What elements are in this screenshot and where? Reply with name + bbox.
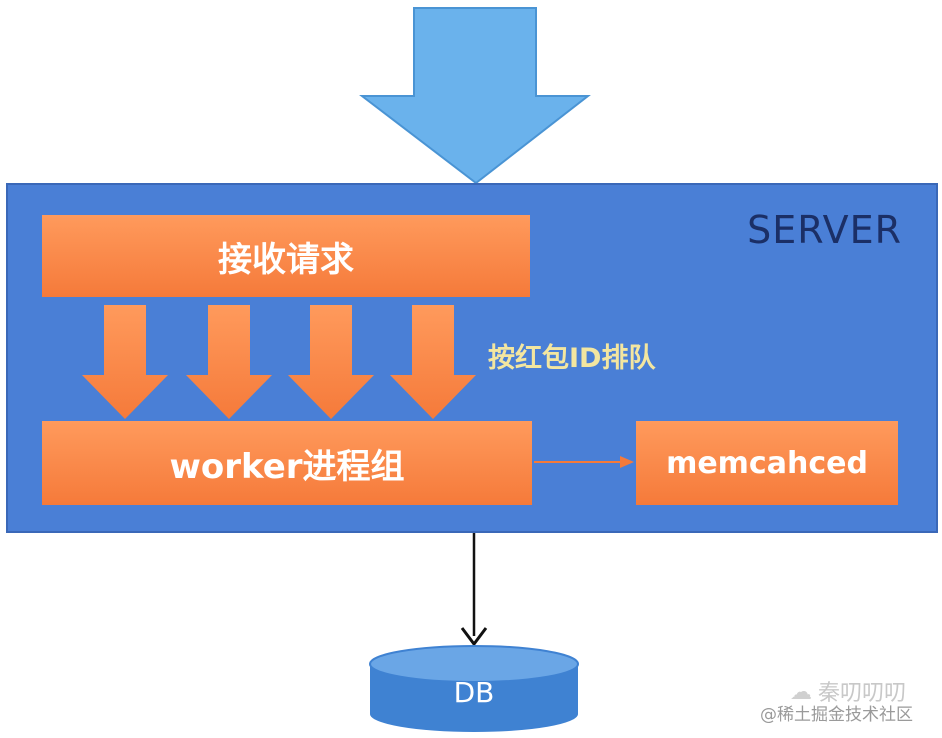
receive-request-box: 接收请求 <box>42 215 530 297</box>
worker-group-label: worker进程组 <box>169 446 405 487</box>
watermark-author: 秦叨叨叨 <box>818 681 907 706</box>
server-label: SERVER <box>747 208 902 252</box>
worker-to-db-arrowhead <box>460 627 488 647</box>
worker-to-cache-arrowhead <box>620 456 634 468</box>
memcached-box: memcahced <box>636 421 898 505</box>
queue-by-id-label: 按红包ID排队 <box>488 343 656 374</box>
queue-arrow-1 <box>82 305 168 419</box>
queue-arrow-3 <box>288 305 374 419</box>
wechat-icon: ☁ <box>790 680 812 705</box>
watermark-source: @稀土掘金技术社区 <box>760 705 913 725</box>
queue-arrow-4 <box>390 305 476 419</box>
receive-request-label: 接收请求 <box>218 239 354 280</box>
incoming-arrow <box>359 7 591 185</box>
worker-group-box: worker进程组 <box>42 421 532 505</box>
memcached-label: memcahced <box>666 445 868 481</box>
db-cylinder <box>369 645 579 732</box>
db-label: DB <box>453 676 495 709</box>
queue-arrow-2 <box>186 305 272 419</box>
